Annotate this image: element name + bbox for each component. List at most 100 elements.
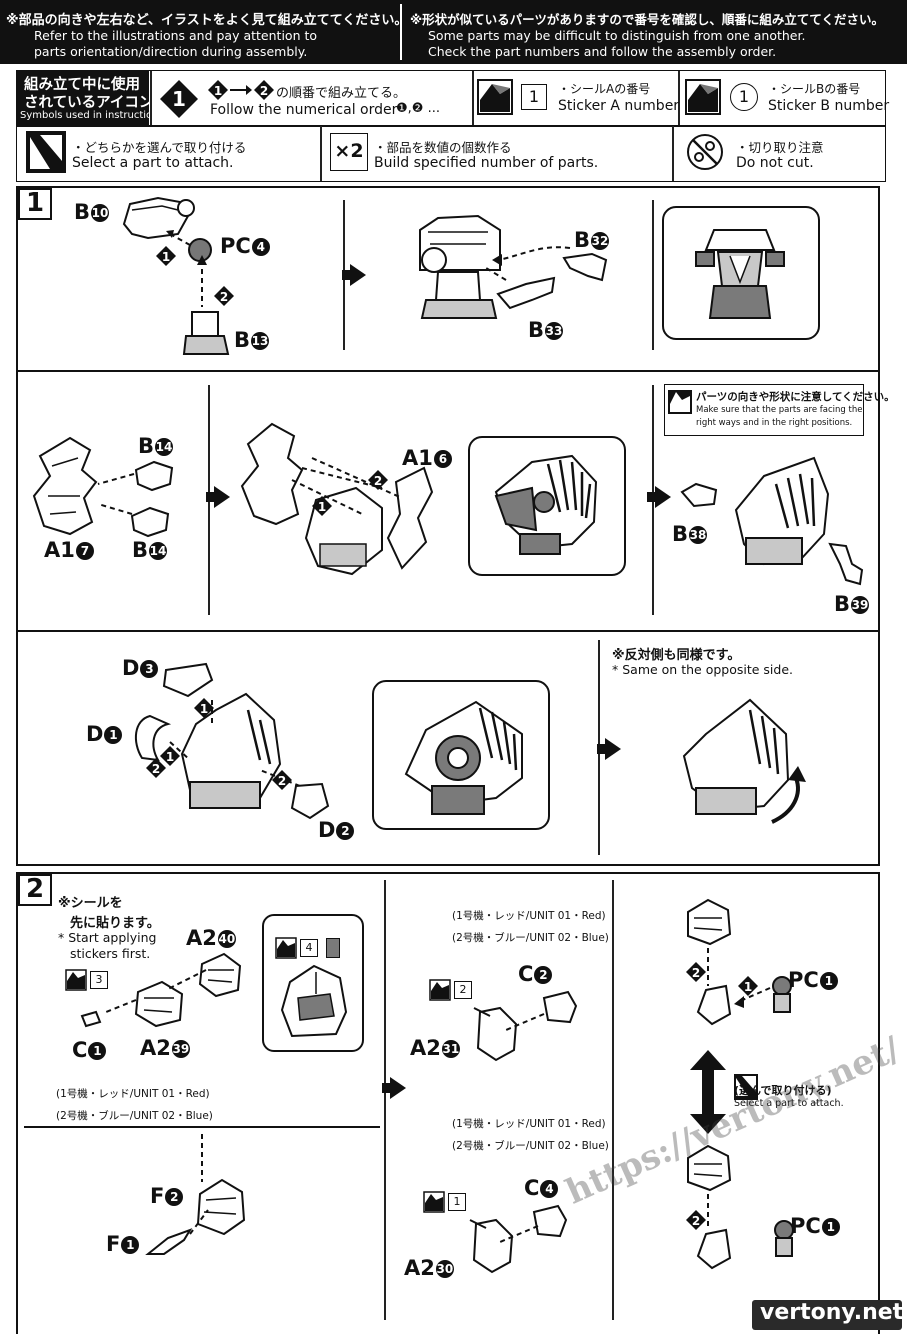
select-double-arrow-icon [690, 1050, 726, 1134]
right-top-assembly-illustration [696, 948, 792, 1026]
right-bottom-num2-icon: 2 [686, 1210, 706, 1230]
svg-text:2: 2 [220, 290, 228, 304]
sticker-b-en: Sticker B number [768, 98, 890, 114]
order-diamond-icon: 1 [160, 80, 198, 118]
order-en-suffix: ❶,❷ ... [396, 101, 440, 116]
sticker-a-number-box: 1 [521, 84, 547, 110]
row2-note-icon [668, 390, 692, 414]
sticker-3-number-box: 3 [90, 971, 108, 989]
f-dashes [189, 1134, 209, 1235]
select-part-icon [26, 131, 66, 173]
symbols-panel [16, 70, 886, 182]
header-left-jp: ※部品の向きや左右など、イラストをよく見て組み立ててください。 [6, 13, 408, 28]
part-a239-illustration [134, 980, 184, 1028]
assembled-chest-illustration [419, 214, 501, 319]
sticker-3-icon [65, 969, 87, 991]
sticker-a-jp: ・シールAの番号 [558, 82, 651, 96]
no-cut-jp: ・切り取り注意 [736, 140, 824, 155]
multiply-jp: ・部品を数値の個数作る [374, 140, 512, 155]
step1-divider-2 [16, 630, 880, 632]
symbols-title-jp1: 組み立て中に使用 [24, 77, 140, 93]
step2-unit2-top: (2号機・ブルー/UNIT 02・Blue) [452, 932, 609, 944]
row3-num1-diamond-b-icon: 1 [160, 746, 180, 766]
order-en: Follow the numerical order [210, 102, 398, 118]
part-b14-top-illustration [134, 460, 174, 492]
sticker-1-icon [423, 1191, 445, 1213]
svg-text:2: 2 [374, 474, 382, 488]
header-right-en1: Some parts may be difficult to distingui… [428, 28, 806, 43]
symbols-title-box [17, 71, 149, 125]
step2-unit1-top: (1号機・レッド/UNIT 01・Red) [452, 910, 606, 922]
mid-dashes-2 [499, 1225, 539, 1243]
svg-text:2: 2 [278, 774, 286, 788]
svg-text:1: 1 [318, 500, 326, 514]
step1-row1-dashes2 [485, 246, 571, 281]
no-cut-icon [687, 134, 723, 170]
right-bottom-head-illustration [687, 1144, 732, 1192]
num1-diamond-icon: 1 [156, 246, 176, 266]
svg-text:1: 1 [214, 84, 222, 98]
step2-left-hdiv [24, 1126, 380, 1128]
step1-row2-arrow2 [647, 486, 671, 508]
inset-head-detail-illustration [404, 700, 523, 815]
part-b38-illustration [680, 482, 718, 508]
part-b39-illustration [828, 542, 864, 586]
step1-number: 1 [18, 188, 52, 220]
step2-frame [16, 872, 880, 1334]
part-c4-illustration [532, 1204, 568, 1238]
row3-num1-diamond-a-icon: 1 [194, 698, 214, 718]
part-b10-illustration [122, 196, 195, 240]
watermark-site-badge [752, 1300, 902, 1330]
symbols-title-en: Symbols used in instructions [20, 110, 164, 121]
row3-same-jp: ※反対側も同様です。 [612, 648, 741, 663]
svg-text:2: 2 [692, 1214, 700, 1228]
step1-divider-1 [16, 370, 880, 372]
row3-same-en: * Same on the opposite side. [612, 662, 793, 677]
step1-row3-arrow [597, 738, 621, 760]
step2-sep-1 [384, 880, 386, 1320]
sticker-first-en2: stickers first. [70, 946, 151, 961]
sticker-applied-head-illustration [280, 964, 348, 1038]
right-top-num2-icon: 2 [686, 962, 706, 982]
no-cut-en: Do not cut. [736, 155, 814, 171]
step2-arrow [382, 1077, 406, 1099]
part-b14-bottom-illustration [130, 506, 170, 538]
part-c1-illustration [80, 1010, 102, 1028]
part-a230-illustration [469, 1218, 514, 1274]
select-small-jp: (選んで取り付ける) [734, 1084, 832, 1097]
mid-dashes-1 [505, 1013, 545, 1031]
svg-text:2: 2 [260, 84, 268, 98]
symbols-title-jp2: されているアイコン [24, 95, 154, 111]
svg-text:1: 1 [166, 750, 174, 764]
sticker-4-swatch [326, 938, 340, 958]
right-bottom-assembly-illustration [696, 1194, 794, 1270]
header-right-en2: Check the part numbers and follow the as… [428, 44, 777, 59]
symbols-divider-5 [672, 126, 674, 181]
svg-text:1: 1 [162, 250, 170, 264]
header-left-en2: parts orientation/direction during assem… [34, 44, 308, 59]
sticker-first-jp1: ※シールを [58, 896, 123, 911]
step2-unit2-bottom: (2号機・ブルー/UNIT 02・Blue) [452, 1140, 609, 1152]
row3-num2-diamond-a-icon: 2 [146, 758, 166, 778]
select-small-en: Select a part to attach. [734, 1098, 844, 1109]
select-jp: ・どちらかを選んで取り付ける [72, 140, 247, 155]
sticker-first-en1: * Start applying [58, 930, 157, 945]
sticker-a-icon [477, 79, 513, 115]
symbols-divider-1 [150, 71, 152, 125]
